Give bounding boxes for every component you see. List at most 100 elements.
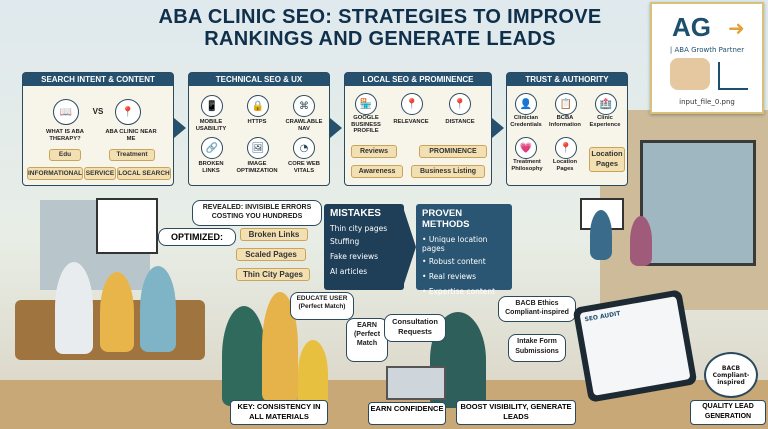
arrow-icon [492, 118, 504, 138]
arrow-icon [174, 118, 186, 138]
proven-item: • Robust content [422, 257, 486, 266]
storefront-icon: 🏪 [355, 93, 377, 115]
title-line-2: RANKINGS AND GENERATE LEADS [204, 28, 556, 50]
boost-visibility-label: BOOST VISIBILITY, GENERATE LEADS [456, 400, 576, 425]
tech-item: CORE WEB VITALS [288, 161, 320, 174]
family-icon [670, 58, 710, 90]
optimized-label: OPTIMIZED: [158, 228, 236, 246]
gauge-icon: ◔ [293, 137, 315, 159]
tech-item: IMAGE OPTIMIZATION [236, 161, 278, 174]
tag-reviews: Reviews [351, 145, 397, 158]
tag-awareness: Awareness [351, 165, 403, 178]
trust-item: Clinic Experience [589, 115, 621, 128]
arrow-icon [330, 118, 342, 138]
tag-prominence: PROMINENCE [419, 145, 487, 158]
mistakes-panel: MISTAKES Thin city pages Stuffing Fake r… [324, 204, 404, 290]
search-intent-panel: SEARCH INTENT & CONTENT 📖 WHAT IS ABA TH… [22, 72, 174, 186]
person [590, 210, 612, 260]
local-item: RELEVANCE [393, 119, 429, 125]
tech-item: BROKEN LINKS [198, 161, 224, 174]
tag-edu: Edu [49, 149, 81, 161]
trust-authority-panel: TRUST & AUTHORITY 👤 Clinician Credential… [506, 72, 628, 186]
tech-item: CRAWLABLE NAV [285, 119, 323, 132]
optimized-item: Scaled Pages [236, 248, 306, 261]
mistake-item: AI articles [330, 267, 368, 276]
tag-local-search: LOCAL SEARCH [117, 167, 171, 180]
intake-bubble: Intake Form Submissions [508, 334, 566, 362]
person [222, 306, 266, 406]
local-item: DISTANCE [445, 119, 475, 125]
optimized-item: Broken Links [240, 228, 308, 241]
arrow-icon: ➜ [728, 16, 745, 40]
building-icon: 🏥 [595, 93, 617, 115]
tablet: SEO AUDIT [572, 289, 698, 403]
local-item: GOOGLE BUSINESS PROFILE [351, 115, 381, 134]
tag-informational: INFORMATIONAL [27, 167, 83, 180]
page-title: ABA CLINIC SEO: STRATEGIES TO IMPROVE RA… [120, 6, 640, 50]
tag-business-listing: Business Listing [411, 165, 485, 178]
logo-file-label: input_file_0.png [679, 98, 735, 106]
proven-item: • Real reviews [422, 272, 477, 281]
mistakes-title: MISTAKES [330, 208, 381, 219]
search-left-label: WHAT IS ABA THERAPY? [46, 129, 84, 142]
local-seo-panel: LOCAL SEO & PROMINENCE 🏪 GOOGLE BUSINESS… [344, 72, 492, 186]
location-pin-icon: 📍 [115, 99, 141, 125]
target-pin-icon: 📍 [401, 93, 423, 115]
proven-item-label: Unique location pages [422, 235, 488, 253]
laptop-left [96, 198, 158, 254]
proven-item-label: Robust content [428, 257, 486, 266]
building-window [640, 140, 756, 266]
trust-item: Treatment Philosophy [511, 159, 543, 172]
image-icon: 🖼 [247, 137, 269, 159]
certificate-icon: 📋 [555, 93, 577, 115]
mistake-item: Stuffing [330, 237, 360, 246]
search-right-label: ABA CLINIC NEAR ME [105, 129, 157, 142]
tech-item: HTTPS [247, 119, 267, 125]
tag-treatment: Treatment [109, 149, 155, 161]
proven-methods-panel: PROVEN METHODS • Unique location pages •… [416, 204, 512, 296]
educate-user-bubble: EDUCATE USER (Perfect Match) [290, 292, 354, 320]
trust-item: Clinician Credentials [510, 115, 542, 128]
key-consistency-label: KEY: CONSISTENCY IN ALL MATERIALS [230, 400, 328, 425]
proven-item: • Expertise content [422, 287, 496, 296]
clinician-icon: 👤 [515, 93, 537, 115]
person [140, 266, 176, 352]
bacb-ethics-bubble: BACB Ethics Compliant-inspired [498, 296, 576, 322]
proven-item-label: Expertise content [428, 287, 496, 296]
proven-item: • Unique location pages [422, 235, 488, 253]
proven-title: PROVEN METHODS [422, 208, 470, 230]
bacb-badge-text: BACB Compliant-inspired [712, 364, 750, 386]
logo-mark: AG [672, 12, 711, 42]
proven-item-label: Real reviews [428, 272, 477, 281]
growth-chart-icon [718, 62, 748, 90]
tech-item: MOBILE USABILITY [195, 119, 227, 132]
quality-lead-label: QUALITY LEAD GENERATION [690, 400, 766, 425]
earn-confidence-label: EARN CONFIDENCE [368, 402, 446, 425]
heart-hands-icon: 💗 [515, 137, 537, 159]
sitemap-icon: ⌘ [293, 95, 315, 117]
arrow-icon [402, 204, 416, 290]
person [55, 262, 93, 354]
technical-seo-panel: TECHNICAL SEO & UX 📱 MOBILE USABILITY 🔒 … [188, 72, 330, 186]
person [100, 272, 134, 352]
tablet-screen: SEO AUDIT [579, 296, 691, 396]
panel-header: LOCAL SEO & PROMINENCE [345, 73, 491, 86]
panel-header: TECHNICAL SEO & UX [189, 73, 329, 86]
revealed-banner: REVEALED: INVISIBLE ERRORS COSTING YOU H… [192, 200, 322, 226]
tag-location-pages: Location Pages [589, 147, 625, 172]
mistake-item: Thin city pages [330, 224, 388, 233]
optimized-item: Thin City Pages [236, 268, 310, 281]
vs-label: VS [92, 107, 104, 116]
title-line-1: ABA CLINIC SEO: STRATEGIES TO IMPROVE [158, 6, 602, 28]
consultation-bubble: Consultation Requests [384, 314, 446, 342]
book-icon: 📖 [53, 99, 79, 125]
mistake-item: Fake reviews [330, 252, 379, 261]
trust-item: BCBA Information [549, 115, 581, 128]
person [298, 340, 328, 408]
tag-service: SERVICE [84, 167, 116, 180]
logo-tagline: | ABA Growth Partner [669, 46, 745, 54]
person [630, 216, 652, 266]
map-pin-icon: 📍 [449, 93, 471, 115]
location-page-icon: 📍 [555, 137, 577, 159]
panel-header: SEARCH INTENT & CONTENT [23, 73, 173, 86]
